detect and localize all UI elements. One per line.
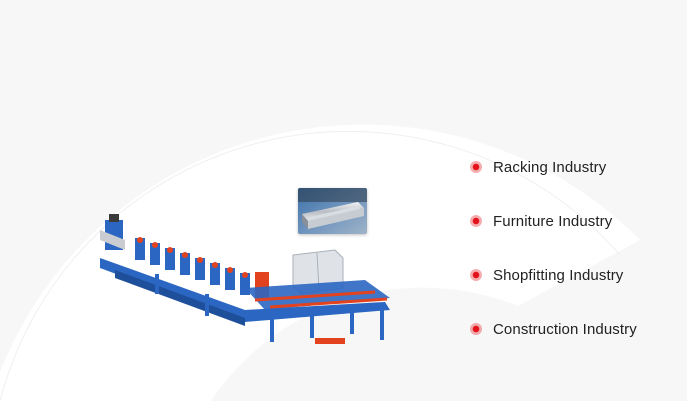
red-dot-bullet-icon [470, 323, 482, 335]
red-dot-bullet-icon [470, 215, 482, 227]
industry-item-furniture[interactable]: Furniture Industry [470, 194, 637, 248]
industry-item-shopfitting[interactable]: Shopfitting Industry [470, 248, 637, 302]
industry-item-racking[interactable]: Racking Industry [470, 140, 637, 194]
industry-label: Furniture Industry [493, 212, 613, 230]
red-dot-bullet-icon [470, 161, 482, 173]
industry-label: Racking Industry [493, 158, 607, 176]
product-photo [298, 188, 367, 234]
industry-label: Construction Industry [493, 320, 637, 338]
machine-illustration [100, 214, 390, 344]
industry-list: Racking Industry Furniture Industry Shop… [470, 140, 637, 356]
industry-item-construction[interactable]: Construction Industry [470, 302, 637, 356]
industry-label: Shopfitting Industry [493, 266, 624, 284]
red-dot-bullet-icon [470, 269, 482, 281]
